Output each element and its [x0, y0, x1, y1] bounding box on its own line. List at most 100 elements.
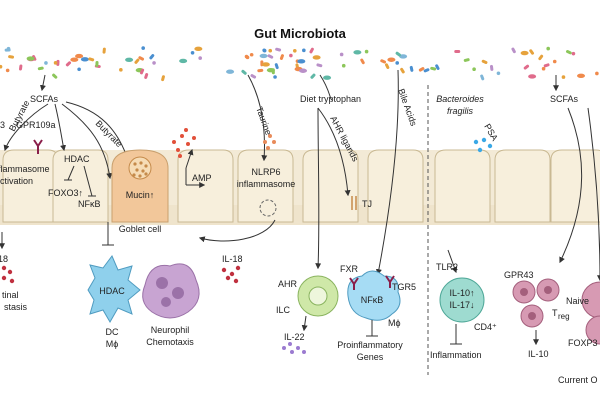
microbe: [292, 48, 297, 53]
fxr-label: FXR: [340, 264, 359, 274]
microbe: [262, 48, 266, 53]
microbe: [529, 49, 535, 55]
microbe: [552, 59, 557, 64]
molecule-dot: [473, 139, 479, 145]
epithelial-cell: [177, 149, 234, 223]
microbe: [454, 50, 461, 54]
microbe: [65, 61, 72, 67]
tgr5-label: TGR5: [392, 282, 416, 292]
microbe: [161, 75, 165, 82]
microbe: [463, 58, 470, 62]
mphi-left-label: Mϕ: [106, 339, 119, 349]
arrow-butyrate-goblet: [65, 101, 130, 162]
title: Gut Microbiota: [254, 26, 346, 41]
microbe: [44, 61, 48, 65]
microbe: [418, 67, 425, 72]
tj-mark: [351, 196, 357, 210]
il18-left-label: 18: [0, 254, 8, 264]
activation-partial: ctivation: [0, 176, 33, 186]
microbe: [561, 75, 566, 79]
gpr109a-receptor: [33, 139, 43, 154]
microbe: [53, 61, 58, 65]
molecule-dot: [263, 140, 267, 144]
molecule-dot: [141, 169, 145, 173]
microbe: [399, 54, 408, 59]
chemotaxis-label: Chemotaxis: [146, 337, 194, 347]
fragilis-label: fragilis: [447, 106, 474, 116]
molecule-dot: [139, 161, 143, 165]
microbe: [409, 65, 414, 72]
treg-sub-label: reg: [558, 312, 570, 321]
microbe: [5, 68, 10, 73]
microbe: [8, 55, 15, 59]
molecule-dot: [9, 278, 15, 284]
ilc-cell: [297, 275, 339, 317]
microbe: [577, 73, 586, 79]
molecule-dot: [1, 265, 7, 271]
arrow-amp-out: [185, 148, 194, 169]
inflammasome-label: inflammasome: [237, 179, 296, 189]
hdac-dc-label: HDAC: [99, 286, 125, 296]
nlrp6-label: NLRP6: [251, 167, 280, 177]
molecule-dot: [132, 173, 136, 177]
microbe: [19, 64, 23, 71]
microbe: [37, 66, 44, 71]
butyrate-inhibit-dc-hdac: [102, 222, 114, 246]
microbe: [490, 64, 494, 71]
microbe: [259, 53, 268, 59]
neurophil-label: Neurophil: [151, 325, 190, 335]
molecule-dot: [135, 168, 139, 172]
microbe: [95, 60, 99, 67]
microbe: [543, 63, 550, 68]
microbe: [316, 63, 323, 68]
microbe: [481, 59, 488, 64]
microbe: [302, 48, 306, 53]
tlr2-label: TLR2: [436, 262, 458, 272]
microbe: [364, 49, 369, 54]
il10-up-label: IL-10↑: [449, 288, 474, 298]
microbe: [323, 75, 332, 80]
microbe: [289, 53, 293, 58]
molecule-dot: [235, 265, 241, 271]
microbe: [430, 66, 437, 71]
microbe: [56, 59, 60, 66]
fxr-receptor: [349, 277, 359, 290]
microbe: [395, 61, 400, 65]
microbe: [353, 50, 362, 55]
epithelial-cell: [52, 149, 109, 223]
naive-cell: [581, 281, 600, 345]
ilc-label: ILC: [276, 305, 291, 315]
neurophil-cell: [142, 263, 200, 319]
microbe-band: [0, 46, 599, 82]
ahr-label: AHR: [278, 279, 298, 289]
epithelial-cell: [367, 149, 424, 223]
epithelial-cell: [434, 149, 491, 223]
molecule-dot: [481, 137, 487, 143]
microbe: [226, 69, 235, 74]
microbe: [138, 56, 144, 61]
current-label: Current O: [558, 375, 598, 385]
microbe: [245, 55, 250, 60]
molecule-dot: [144, 172, 148, 176]
microbe: [312, 55, 321, 60]
hdac-top-label: HDAC: [64, 154, 90, 164]
molecule-dot: [180, 134, 184, 138]
bile-acids-label: Bile Acids: [396, 87, 419, 128]
microbe: [134, 58, 140, 64]
dc-cell: HDAC: [87, 255, 141, 323]
microbe: [77, 67, 81, 72]
molecule-dot: [184, 128, 188, 132]
tj-label: TJ: [362, 199, 372, 209]
molecule-dot: [7, 269, 13, 275]
diet-tryptophan-label: Diet tryptophan: [300, 94, 361, 104]
arrow-ahr-tj: [317, 107, 351, 197]
molecule-dot: [133, 162, 137, 166]
molecule-dot: [225, 275, 231, 281]
microbe: [523, 64, 530, 70]
microbe: [52, 73, 58, 79]
inflammation-label: Inflammation: [430, 350, 482, 360]
molecule-dot: [176, 148, 180, 152]
molecule-dot: [288, 342, 292, 346]
